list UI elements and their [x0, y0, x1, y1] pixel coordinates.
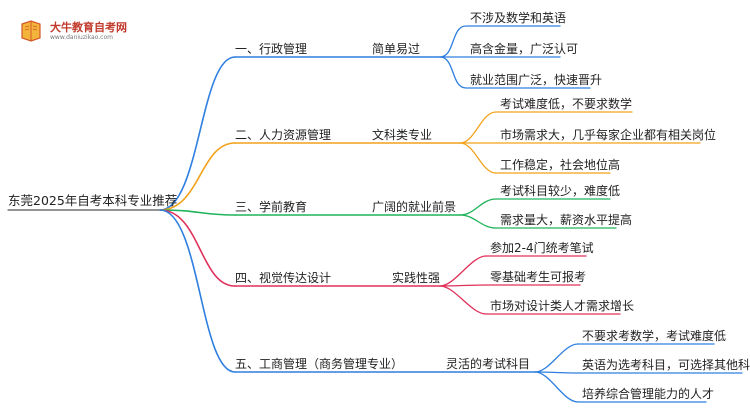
- branch-1-curve: [159, 56, 236, 211]
- branch-3-curve: [159, 209, 236, 216]
- branch-4-leaf-2: 零基础考生可报考: [490, 270, 587, 284]
- branch-4-leaf-1-curve: [439, 255, 487, 287]
- branch-2-leaf-2: 市场需求大，几乎每家企业都有相关岗位: [500, 128, 717, 142]
- branch-2-leaf-1-curve: [459, 111, 497, 144]
- branch-2-leaf-1: 考试难度低，不要求数学: [500, 97, 633, 111]
- branch-5-tag: 灵活的考试科目: [446, 357, 531, 371]
- branch-5-leaf-1-curve: [534, 343, 579, 373]
- branch-5-leaf-2: 英语为选考科目，可选择其他科目: [582, 358, 750, 372]
- branch-1-leaf-1: 不涉及数学和英语: [470, 11, 567, 25]
- branch-2-label: 二、人力资源管理: [235, 128, 332, 142]
- branch-3-leaf-2-curve: [459, 214, 497, 229]
- branch-4-leaf-2-curve: [439, 284, 487, 287]
- branch-5-curve: [159, 209, 236, 373]
- branch-3-label: 三、学前教育: [235, 200, 308, 214]
- branch-2-leaf-3-curve: [459, 142, 497, 174]
- book-logo-icon: [21, 20, 41, 42]
- branch-4-leaf-3: 市场对设计类人才需求增长: [490, 299, 635, 313]
- site-logo: 大牛教育自考网 www.daniuzikao.com: [18, 16, 128, 46]
- branch-3-tag: 广阔的就业前景: [372, 200, 457, 214]
- branch-5-leaf-2-curve: [534, 371, 579, 374]
- branch-4-leaf-3-curve: [439, 285, 487, 315]
- branch-1-leaf-3-curve: [439, 56, 467, 89]
- logo-url: www.daniuzikao.com: [50, 34, 113, 41]
- branch-5-label: 五、工商管理（商务管理专业）: [235, 357, 404, 371]
- branch-3-leaf-1: 考试科目较少，难度低: [500, 184, 621, 198]
- branch-1-tag: 简单易过: [372, 42, 421, 56]
- branch-3-leaf-1-curve: [459, 198, 497, 216]
- branch-2-curve: [159, 142, 236, 211]
- branch-4-curve: [159, 209, 236, 287]
- logo-name: 大牛教育自考网: [50, 21, 127, 34]
- branch-4-label: 四、视觉传达设计: [235, 271, 332, 285]
- branch-4-tag: 实践性强: [392, 271, 441, 285]
- branch-5-leaf-3: 培养综合管理能力的人才: [582, 387, 715, 401]
- branch-3-leaf-2: 需求量大，薪资水平提高: [500, 213, 633, 227]
- branch-5-leaf-1: 不要求考数学，考试难度低: [582, 329, 727, 343]
- branch-1-leaf-2: 高含金量，广泛认可: [470, 42, 579, 56]
- branch-1-leaf-1-curve: [439, 25, 467, 58]
- branch-1-leaf-3: 就业范围广泛，快速晋升: [470, 73, 603, 87]
- branch-5-leaf-3-curve: [534, 371, 579, 403]
- branch-2-tag: 文科类专业: [372, 128, 433, 142]
- branch-1-label: 一、行政管理: [235, 42, 308, 56]
- branch-2-leaf-3: 工作稳定，社会地位高: [500, 158, 621, 172]
- root-node-label: 东莞2025年自考本科专业推荐: [8, 193, 178, 208]
- branch-4-leaf-1: 参加2-4门统考笔试: [490, 241, 594, 255]
